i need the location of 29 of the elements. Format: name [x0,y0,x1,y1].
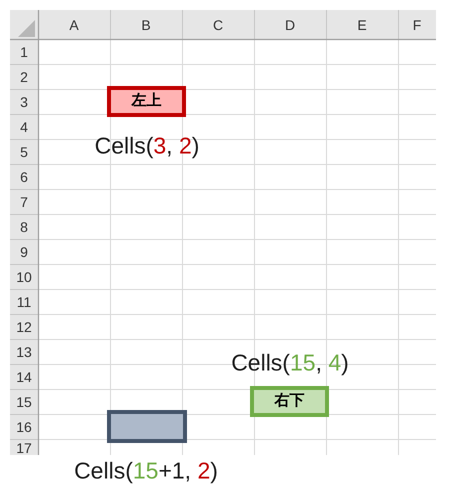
row-number: 1 [20,45,28,59]
column-letter: F [412,18,422,32]
row-number: 12 [16,320,32,334]
row-number: 15 [16,395,32,409]
row-number: 2 [20,70,28,84]
column-letter: C [212,18,224,32]
cell-reference: Cells(15+1, 2) [74,460,218,482]
cell-reference: Cells(3, 2) [94,134,200,158]
row-number: 4 [20,120,28,134]
row-number: 5 [20,145,28,159]
row-number: 16 [16,420,32,434]
cell-reference: Cells(15, 4) [231,352,349,374]
row-number: 13 [16,345,32,359]
column-letter: D [284,18,296,32]
column-letter: B [141,18,151,32]
highlighted-cell: 右下 [250,386,329,417]
row-number: 17 [16,440,32,454]
row-number: 11 [16,295,32,309]
row-number: 14 [16,370,32,384]
row-number: 10 [16,270,32,284]
row-number: 6 [20,170,28,184]
row-number: 8 [20,220,28,234]
row-number: 3 [20,95,28,109]
highlighted-cell [107,410,187,443]
column-letter: A [69,18,79,32]
row-number: 7 [20,195,28,209]
column-letter: E [357,18,367,32]
highlighted-cell: 左上 [107,86,186,117]
row-number: 9 [20,245,28,259]
